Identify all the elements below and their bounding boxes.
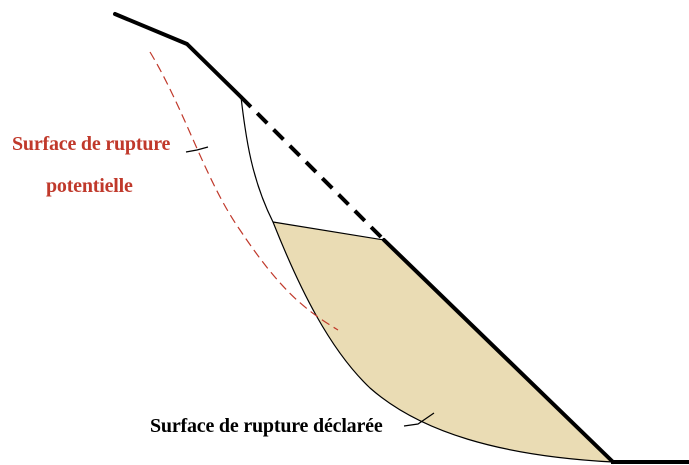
former-slope-dashed xyxy=(239,95,386,242)
potential-label-line1: Surface de rupture xyxy=(12,133,171,155)
declared-label-leader xyxy=(403,412,435,427)
potential-label-line2: potentielle xyxy=(46,175,133,197)
slid-mass-top-edge xyxy=(272,221,385,241)
potential-label-leader xyxy=(185,146,209,153)
original-slope-profile xyxy=(113,12,243,99)
potential-rupture-surface xyxy=(149,51,339,331)
slid-mass-area xyxy=(273,222,613,462)
lower-slope-line xyxy=(382,238,615,464)
declared-rupture-surface xyxy=(240,96,614,463)
declared-label: Surface de rupture déclarée xyxy=(150,415,383,437)
